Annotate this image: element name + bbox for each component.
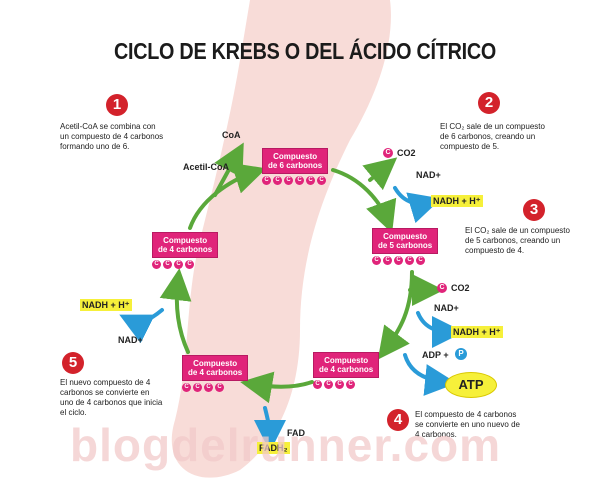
compound-label: Compuesto de 4 carbonos (152, 232, 219, 258)
arrow-bottomright-to-bottomleft (240, 371, 314, 404)
step-number-4: 4 (387, 409, 409, 431)
step-note-2: El CO₂ sale de un compuesto de 6 carbono… (440, 122, 545, 151)
page-title: CICLO DE KREBS O DEL ÁCIDO CÍTRICO (113, 38, 497, 64)
arrow-fad (253, 406, 286, 452)
nadh-highlight: NADH + H⁺ (431, 195, 483, 207)
arrow-nad-2 (416, 311, 464, 348)
nadh-highlight: NADH + H⁺ (451, 326, 503, 338)
carbon-dot: C (163, 260, 172, 269)
atp-badge: ATP (445, 372, 497, 398)
carbon-dot: C (372, 256, 381, 265)
coa-label: CoA (222, 130, 241, 140)
step-note-1: Acetil-CoA se combina con un compuesto d… (60, 122, 164, 151)
step-note-5: El nuevo compuesto de 4 carbonos se conv… (60, 378, 163, 417)
carbon-dot: C (185, 260, 194, 269)
adp-label: ADP + (422, 350, 449, 360)
compound-label: Compuesto de 5 carbonos (372, 228, 439, 254)
carbon-dot: C (284, 176, 293, 185)
arrow-adp (403, 353, 457, 396)
fad-label: FAD (287, 428, 305, 438)
carbon-dot: C (317, 176, 326, 185)
carbon-dot: C (405, 256, 414, 265)
carbon-dot: C (383, 256, 392, 265)
carbon-dot: C (152, 260, 161, 269)
step-number-1: 1 (106, 94, 128, 116)
carbon-dot: C (394, 256, 403, 265)
carbon-dot: C (193, 383, 202, 392)
fadh2-label: FADH₂ (257, 442, 290, 454)
carbon-dot: C (324, 380, 333, 389)
compound-label: Compuesto de 4 carbonos (313, 352, 380, 378)
carbon-dot: C (174, 260, 183, 269)
arrow-acetyl-branch (213, 142, 244, 197)
nad-plus-label-2: NAD+ (434, 303, 459, 313)
carbon-badge-right: C (437, 283, 447, 293)
compound-label: Compuesto de 6 carbonos (262, 148, 329, 174)
carbon-dot: C (204, 383, 213, 392)
arrow-bottomleft-to-left (159, 268, 192, 354)
nadh-label-left: NADH + H⁺ (80, 299, 132, 311)
step-number-3: 3 (523, 199, 545, 221)
carbon-badge-top: C (383, 148, 393, 158)
carbon-dot: C (313, 380, 322, 389)
carbon-dot: C (215, 383, 224, 392)
carbon-dot: C (346, 380, 355, 389)
carbon-dot: C (182, 383, 191, 392)
co2-label-top: CO2 (397, 148, 416, 158)
nadh-label-1: NADH + H⁺ (431, 195, 483, 207)
watermark: blogdelrunner.com (70, 419, 502, 471)
arrow-nad-1 (393, 186, 442, 224)
arrow-top-to-right (331, 168, 397, 234)
fadh2-highlight: FADH₂ (257, 442, 290, 454)
carbon-dot: C (262, 176, 271, 185)
carbon-dot: C (335, 380, 344, 389)
step-number-2: 2 (478, 92, 500, 114)
carbon-dot: C (295, 176, 304, 185)
acetil-coa-label: Acetil-CoA (183, 162, 230, 172)
phosphate-badge: P (455, 348, 467, 360)
nad-plus-label-1: NAD+ (416, 170, 441, 180)
carbon-dot: C (306, 176, 315, 185)
arrow-nad-left (119, 308, 164, 344)
step-number-5: 5 (62, 352, 84, 374)
arrow-right-to-bottomright (377, 270, 414, 360)
step-note-3: El CO₂ sale de un compuesto de 5 carbono… (465, 226, 570, 255)
co2-label-right: CO2 (451, 283, 470, 293)
arrow-co2-branch-top (362, 157, 398, 191)
nad-plus-label-left: NAD+ (118, 335, 143, 345)
compound-label: Compuesto de 4 carbonos (182, 355, 249, 381)
nadh-highlight: NADH + H⁺ (80, 299, 132, 311)
carbon-dot: C (273, 176, 282, 185)
step-note-4: El compuesto de 4 carbonos se convierte … (415, 410, 520, 439)
nadh-label-2: NADH + H⁺ (451, 326, 503, 338)
carbon-dot: C (416, 256, 425, 265)
